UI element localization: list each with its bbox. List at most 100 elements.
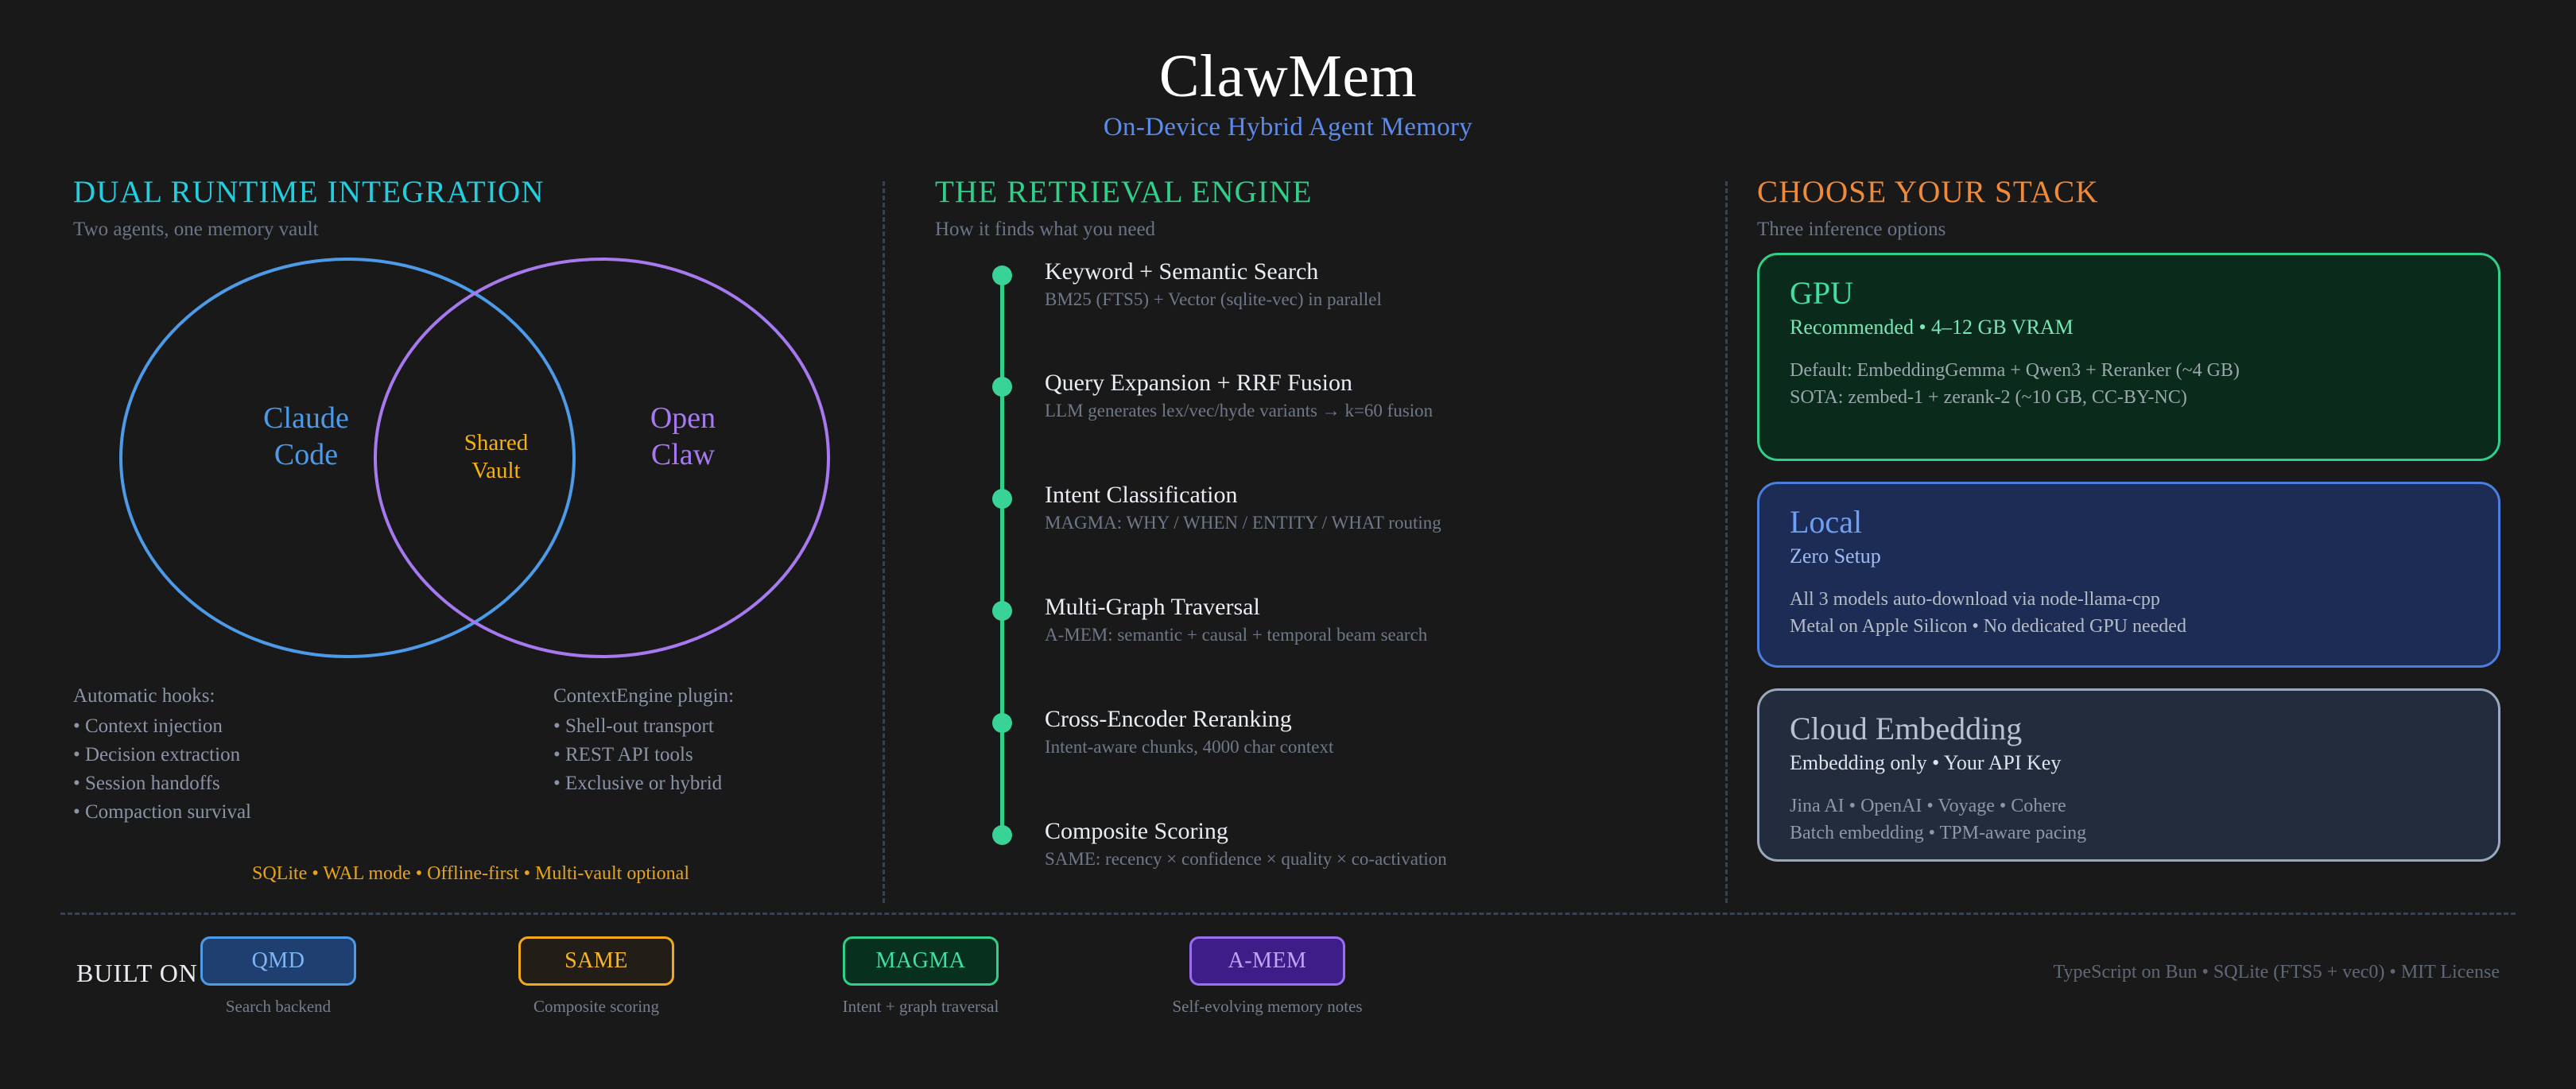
footer-tech-summary: TypeScript on Bun • SQLite (FTS5 + vec0)… xyxy=(2053,962,2500,982)
stack-options: GPU Recommended • 4–12 GB VRAM Default: … xyxy=(1757,253,2500,882)
automatic-hooks-list: Automatic hooks: • Context injection • D… xyxy=(73,685,471,824)
timeline-step-title: Query Expansion + RRF Fusion xyxy=(1045,370,1352,396)
timeline-step-text: Composite Scoring SAME: recency × confid… xyxy=(1045,817,1447,870)
tech-pill-qmd-wrap: QMD Search backend xyxy=(159,936,398,1017)
timeline-step-subtitle: BM25 (FTS5) + Vector (sqlite-vec) in par… xyxy=(1045,289,1382,310)
stack-card-local[interactable]: Local Zero Setup All 3 models auto-downl… xyxy=(1757,482,2500,668)
page-title: ClawMem xyxy=(1158,43,1418,110)
timeline-step-subtitle: MAGMA: WHY / WHEN / ENTITY / WHAT routin… xyxy=(1045,513,1441,533)
stack-card-tagline: Recommended • 4–12 GB VRAM xyxy=(1790,316,2074,339)
timeline-dot-icon xyxy=(992,601,1012,621)
timeline-step-text: Intent Classification MAGMA: WHY / WHEN … xyxy=(1045,481,1441,533)
list-item: • Compaction survival xyxy=(73,801,251,823)
stack-card-line: Jina AI • OpenAI • Voyage • Cohere xyxy=(1790,796,2066,816)
middle-column-heading: THE RETRIEVAL ENGINE xyxy=(935,175,1313,209)
timeline-step-title: Multi-Graph Traversal xyxy=(1045,594,1260,620)
venn-claude-line1: Claude xyxy=(263,401,349,435)
tech-pill-magma-wrap: MAGMA Intent + graph traversal xyxy=(801,936,1040,1017)
timeline-dot-icon xyxy=(992,489,1012,509)
left-column-footnote: SQLite • WAL mode • Offline-first • Mult… xyxy=(251,863,690,884)
stack-card-title: Cloud Embedding xyxy=(1790,711,2023,746)
stack-card-tagline: Zero Setup xyxy=(1790,544,1881,568)
timeline-step: Composite Scoring SAME: recency × confid… xyxy=(992,818,1740,869)
stack-card-cloud-embedding[interactable]: Cloud Embedding Embedding only • Your AP… xyxy=(1757,688,2500,862)
timeline-step-title: Cross-Encoder Reranking xyxy=(1045,706,1292,732)
retrieval-timeline: Keyword + Semantic Search BM25 (FTS5) + … xyxy=(992,258,1740,869)
stack-card-line: SOTA: zembed-1 + zerank-2 (~10 GB, CC-BY… xyxy=(1790,387,2187,409)
timeline-step-subtitle: A-MEM: semantic + causal + temporal beam… xyxy=(1045,625,1428,645)
footer-divider xyxy=(60,913,2516,915)
stack-card-details: All 3 models auto-download via node-llam… xyxy=(1790,586,2471,640)
timeline-step: Keyword + Semantic Search BM25 (FTS5) + … xyxy=(992,258,1740,309)
timeline-step-subtitle: SAME: recency × confidence × quality × c… xyxy=(1045,849,1447,870)
venn-diagram: Claude Code Shared Vault Open Claw xyxy=(73,253,868,666)
tech-pill-same[interactable]: SAME xyxy=(518,936,674,986)
tech-pill-same-wrap: SAME Composite scoring xyxy=(477,936,716,1017)
timeline-step-text: Keyword + Semantic Search BM25 (FTS5) + … xyxy=(1045,258,1382,310)
timeline-dot-icon xyxy=(992,713,1012,733)
stack-card-details: Default: EmbeddingGemma + Qwen3 + Rerank… xyxy=(1790,357,2471,411)
timeline-step-text: Query Expansion + RRF Fusion LLM generat… xyxy=(1045,369,1433,421)
stack-card-line: Default: EmbeddingGemma + Qwen3 + Rerank… xyxy=(1790,360,2240,381)
right-column-header: CHOOSE YOUR STACK Three inference option… xyxy=(1757,176,2504,241)
venn-claude-line2: Code xyxy=(274,438,339,472)
timeline-step-subtitle: Intent-aware chunks, 4000 char context xyxy=(1045,737,1334,758)
list-item: • REST API tools xyxy=(553,744,693,765)
venn-openclaw-line2: Claw xyxy=(650,438,716,472)
timeline-step-subtitle: LLM generates lex/vec/hyde variants → k=… xyxy=(1045,401,1433,421)
timeline-step-title: Keyword + Semantic Search xyxy=(1045,258,1319,285)
tech-pill-caption: Composite scoring xyxy=(533,997,660,1016)
tech-pill-caption: Self-evolving memory notes xyxy=(1172,997,1363,1016)
left-column-header: DUAL RUNTIME INTEGRATION Two agents, one… xyxy=(73,176,868,241)
list-item: • Context injection xyxy=(73,715,223,737)
column-divider-left xyxy=(883,181,885,903)
venn-label-shared-vault: Shared Vault xyxy=(421,429,572,486)
contextengine-plugin-list: ContextEngine plugin: • Shell-out transp… xyxy=(471,685,868,824)
right-column-subheading: Three inference options xyxy=(1757,218,1946,240)
stack-card-title: Local xyxy=(1790,504,1863,540)
timeline-step: Cross-Encoder Reranking Intent-aware chu… xyxy=(992,706,1740,757)
tech-pill-caption: Search backend xyxy=(225,997,332,1016)
venn-shared-line1: Shared xyxy=(464,430,529,455)
right-column-heading: CHOOSE YOUR STACK xyxy=(1757,175,2099,209)
stack-card-line: All 3 models auto-download via node-llam… xyxy=(1790,589,2160,610)
footer: BUILT ON QMD Search backend SAME Composi… xyxy=(0,936,2576,1048)
tech-pill-amem-wrap: A-MEM Self-evolving memory notes xyxy=(1148,936,1387,1017)
left-column-lists: Automatic hooks: • Context injection • D… xyxy=(73,685,868,824)
stack-card-line: Metal on Apple Silicon • No dedicated GP… xyxy=(1790,616,2186,638)
timeline-step-title: Intent Classification xyxy=(1045,482,1238,508)
stack-card-gpu[interactable]: GPU Recommended • 4–12 GB VRAM Default: … xyxy=(1757,253,2500,461)
timeline-step: Multi-Graph Traversal A-MEM: semantic + … xyxy=(992,594,1740,645)
tech-pill-amem[interactable]: A-MEM xyxy=(1189,936,1345,986)
automatic-hooks-title: Automatic hooks: xyxy=(73,685,215,707)
list-item: • Session handoffs xyxy=(73,773,220,794)
venn-openclaw-line1: Open xyxy=(650,401,716,435)
list-item: • Shell-out transport xyxy=(553,715,714,737)
stack-card-details: Jina AI • OpenAI • Voyage • Cohere Batch… xyxy=(1790,793,2471,847)
timeline-rail xyxy=(1000,273,1004,830)
list-item: • Decision extraction xyxy=(73,744,241,765)
stack-card-tagline: Embedding only • Your API Key xyxy=(1790,751,2062,774)
timeline-step: Query Expansion + RRF Fusion LLM generat… xyxy=(992,370,1740,420)
column-divider-right xyxy=(1725,181,1728,903)
contextengine-plugin-title: ContextEngine plugin: xyxy=(553,685,735,707)
venn-circle-claude xyxy=(119,258,576,658)
page-subtitle: On-Device Hybrid Agent Memory xyxy=(1103,113,1473,141)
title-block: ClawMem On-Device Hybrid Agent Memory xyxy=(0,46,2576,142)
timeline-dot-icon xyxy=(992,825,1012,845)
venn-label-open-claw: Open Claw xyxy=(592,400,774,474)
middle-column-header: THE RETRIEVAL ENGINE How it finds what y… xyxy=(935,176,1738,241)
venn-circle-openclaw xyxy=(374,258,830,658)
timeline-step: Intent Classification MAGMA: WHY / WHEN … xyxy=(992,482,1740,533)
tech-pill-magma[interactable]: MAGMA xyxy=(843,936,999,986)
timeline-step-text: Multi-Graph Traversal A-MEM: semantic + … xyxy=(1045,593,1427,645)
tech-pill-qmd[interactable]: QMD xyxy=(200,936,356,986)
venn-svg xyxy=(119,258,830,658)
timeline-dot-icon xyxy=(992,377,1012,397)
tech-pill-caption: Intent + graph traversal xyxy=(842,997,999,1016)
venn-label-claude-code: Claude Code xyxy=(215,400,398,474)
timeline-dot-icon xyxy=(992,265,1012,285)
left-column-subheading: Two agents, one memory vault xyxy=(73,218,319,240)
timeline-step-title: Composite Scoring xyxy=(1045,818,1228,844)
